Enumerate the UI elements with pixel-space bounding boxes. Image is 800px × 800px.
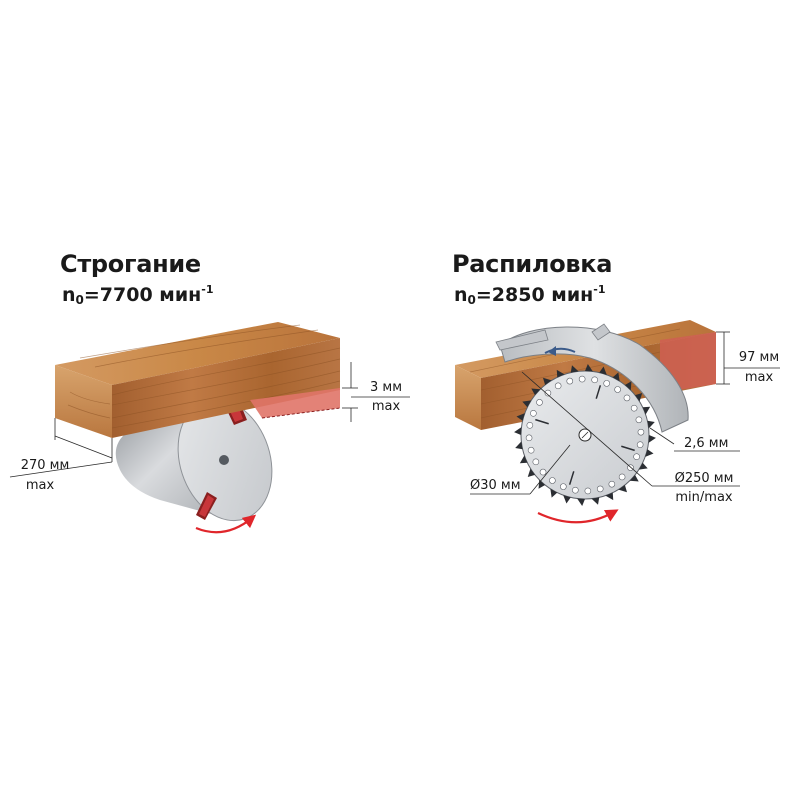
saw-gullet xyxy=(623,394,631,402)
saw-gullet xyxy=(530,410,537,417)
saw-gullet xyxy=(549,477,556,484)
saw-gullet xyxy=(603,380,610,387)
depth-value-label: 3 мм xyxy=(369,380,403,395)
saw-tooth xyxy=(612,372,620,382)
saw-dimension-lines xyxy=(470,331,780,495)
saw-gullet xyxy=(584,487,592,495)
saw-tooth xyxy=(519,455,528,464)
diameter-value-label: Ø250 мм xyxy=(674,471,734,486)
saw-tooth xyxy=(642,406,651,415)
saw-tooth xyxy=(648,435,656,443)
depth-note-label: max xyxy=(371,399,401,414)
saw-tooth xyxy=(550,488,558,498)
saw-gullet xyxy=(539,468,547,476)
saw-tooth xyxy=(577,498,585,506)
planing-speed-prefix: n xyxy=(62,284,76,306)
rotation-arrow-icon xyxy=(537,509,619,524)
saw-tooth xyxy=(647,420,655,429)
planer-drum-icon xyxy=(115,398,273,522)
sawing-speed-value: =2850 мин xyxy=(475,284,594,306)
saw-gullet xyxy=(637,428,645,436)
saw-tooth xyxy=(635,392,643,402)
wooden-board xyxy=(55,322,341,438)
saw-tooth xyxy=(542,377,552,385)
saw-tooth xyxy=(522,400,532,408)
sawing-speed-prefix: n xyxy=(454,284,468,306)
saw-gullet xyxy=(630,404,638,412)
planing-speed-sup: -1 xyxy=(201,283,214,296)
height-note-label: max xyxy=(744,370,774,385)
saw-gullet xyxy=(554,382,562,390)
height-value-label: 97 мм xyxy=(738,350,780,365)
saw-tooth xyxy=(599,366,607,375)
saw-tooth xyxy=(585,364,593,372)
saw-gullet xyxy=(560,483,567,490)
width-dimension-lines xyxy=(9,418,113,478)
saw-tooth xyxy=(514,427,522,435)
saw-gullet xyxy=(525,434,533,442)
saw-tooth xyxy=(556,369,565,378)
saw-tooth xyxy=(591,497,600,505)
planing-speed-sub: 0 xyxy=(75,293,84,307)
planing-speed-value: =7700 мин xyxy=(83,284,202,306)
saw-gullet xyxy=(591,376,598,384)
sawing-speed-sup: -1 xyxy=(593,283,606,296)
circular-saw-blade-icon xyxy=(514,364,656,506)
saw-tooth xyxy=(624,381,632,391)
saw-gullet xyxy=(635,416,643,424)
blade-slot xyxy=(595,385,602,399)
saw-tooth xyxy=(570,365,579,373)
depth-dimension-lines xyxy=(342,362,410,422)
saw-gullet xyxy=(526,422,534,429)
kerf-value-label: 2,6 мм xyxy=(684,436,729,451)
saw-tooth xyxy=(516,413,525,421)
saw-gullet xyxy=(608,480,616,488)
saw-tooth xyxy=(531,388,541,396)
diameter-note-label: min/max xyxy=(675,490,733,505)
saw-tooth xyxy=(515,441,523,450)
saw-tooth xyxy=(527,468,535,478)
sawing-title: Распиловка xyxy=(452,250,613,278)
planing-illustration xyxy=(9,322,410,534)
saw-gullet xyxy=(578,375,586,383)
sawing-illustration xyxy=(455,320,780,524)
saw-tooth xyxy=(638,462,648,470)
saw-gullet xyxy=(596,485,604,493)
bore-value-label: Ø30 мм xyxy=(470,478,521,493)
saw-tooth xyxy=(605,492,614,501)
saw-gullet xyxy=(633,453,640,460)
saw-tooth xyxy=(618,485,628,493)
saw-tooth xyxy=(645,449,654,457)
sawing-speed: n0=2850 мин-1 xyxy=(454,283,606,307)
width-value-label: 270 мм xyxy=(20,458,70,473)
saw-gullet xyxy=(536,399,543,406)
saw-gullet xyxy=(544,389,552,397)
saw-gullet xyxy=(566,377,574,385)
blade-slot xyxy=(568,471,575,485)
rotation-arrow-icon xyxy=(195,514,257,534)
saw-gullet xyxy=(618,473,626,481)
blade-slot xyxy=(621,445,635,452)
saw-tooth xyxy=(563,495,571,504)
saw-gullet xyxy=(532,458,540,466)
saw-gullet xyxy=(614,386,621,393)
width-note-label: max xyxy=(25,478,55,493)
blade-slot xyxy=(535,418,549,425)
planing-speed: n0=7700 мин-1 xyxy=(62,283,214,307)
saw-gullet xyxy=(572,486,579,494)
blade-guard xyxy=(495,323,689,433)
saw-gullet xyxy=(527,446,535,454)
planing-title: Строгание xyxy=(60,250,201,278)
saw-gullet xyxy=(636,441,644,448)
sawing-speed-sub: 0 xyxy=(467,293,476,307)
saw-tooth xyxy=(629,474,639,482)
